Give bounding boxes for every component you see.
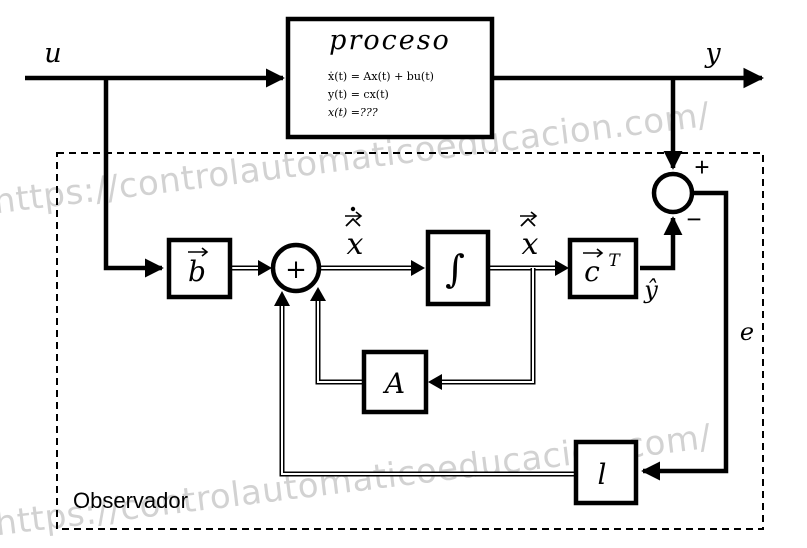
block-c-superscript: T [608,251,621,271]
label-xhat-dot: x [345,206,364,262]
svg-text:x: x [522,227,539,262]
block-c-transpose: c T [567,237,639,300]
summing-junction-plus: + [285,255,307,285]
comparator-junction [651,171,695,215]
block-A: A [361,349,429,415]
block-c-label: c [584,255,600,288]
process-title: proceso [329,25,451,56]
process-eq-state: ẋ(t) = Ax(t) + bu(t) [328,70,434,83]
signal-y-hat [640,216,683,271]
integrator-block: ∫ [425,229,491,307]
observer-label: Observador [73,488,188,513]
block-l-label: l [598,458,607,491]
comparator-minus: − [686,204,701,234]
svg-text:x: x [347,227,364,262]
integrator-symbol: ∫ [445,247,465,291]
label-e: e [740,318,754,346]
signal-error [641,190,729,481]
process-eq-output: y(t) = cx(t) [327,88,389,101]
summing-junction: + [270,242,322,294]
process-block: proceso ẋ(t) = Ax(t) + bu(t) y(t) = cx(t… [285,16,495,140]
block-b-label: b [188,255,206,288]
block-l: l [573,439,639,506]
block-b-vector-arrow [188,247,209,257]
vector-signals [232,260,574,477]
observer-boundary [56,152,764,530]
label-y-hat: ŷ [643,276,658,304]
block-b: b [166,237,233,300]
signal-u-branch [103,78,164,278]
block-A-label: A [382,367,405,400]
comparator-plus: + [694,152,709,182]
label-u: u [44,38,61,69]
label-y: y [704,38,721,69]
process-eq-unknown: x(t) =??? [328,106,378,119]
block-c-vector-arrow [583,248,604,258]
label-xhat: x [520,211,539,262]
